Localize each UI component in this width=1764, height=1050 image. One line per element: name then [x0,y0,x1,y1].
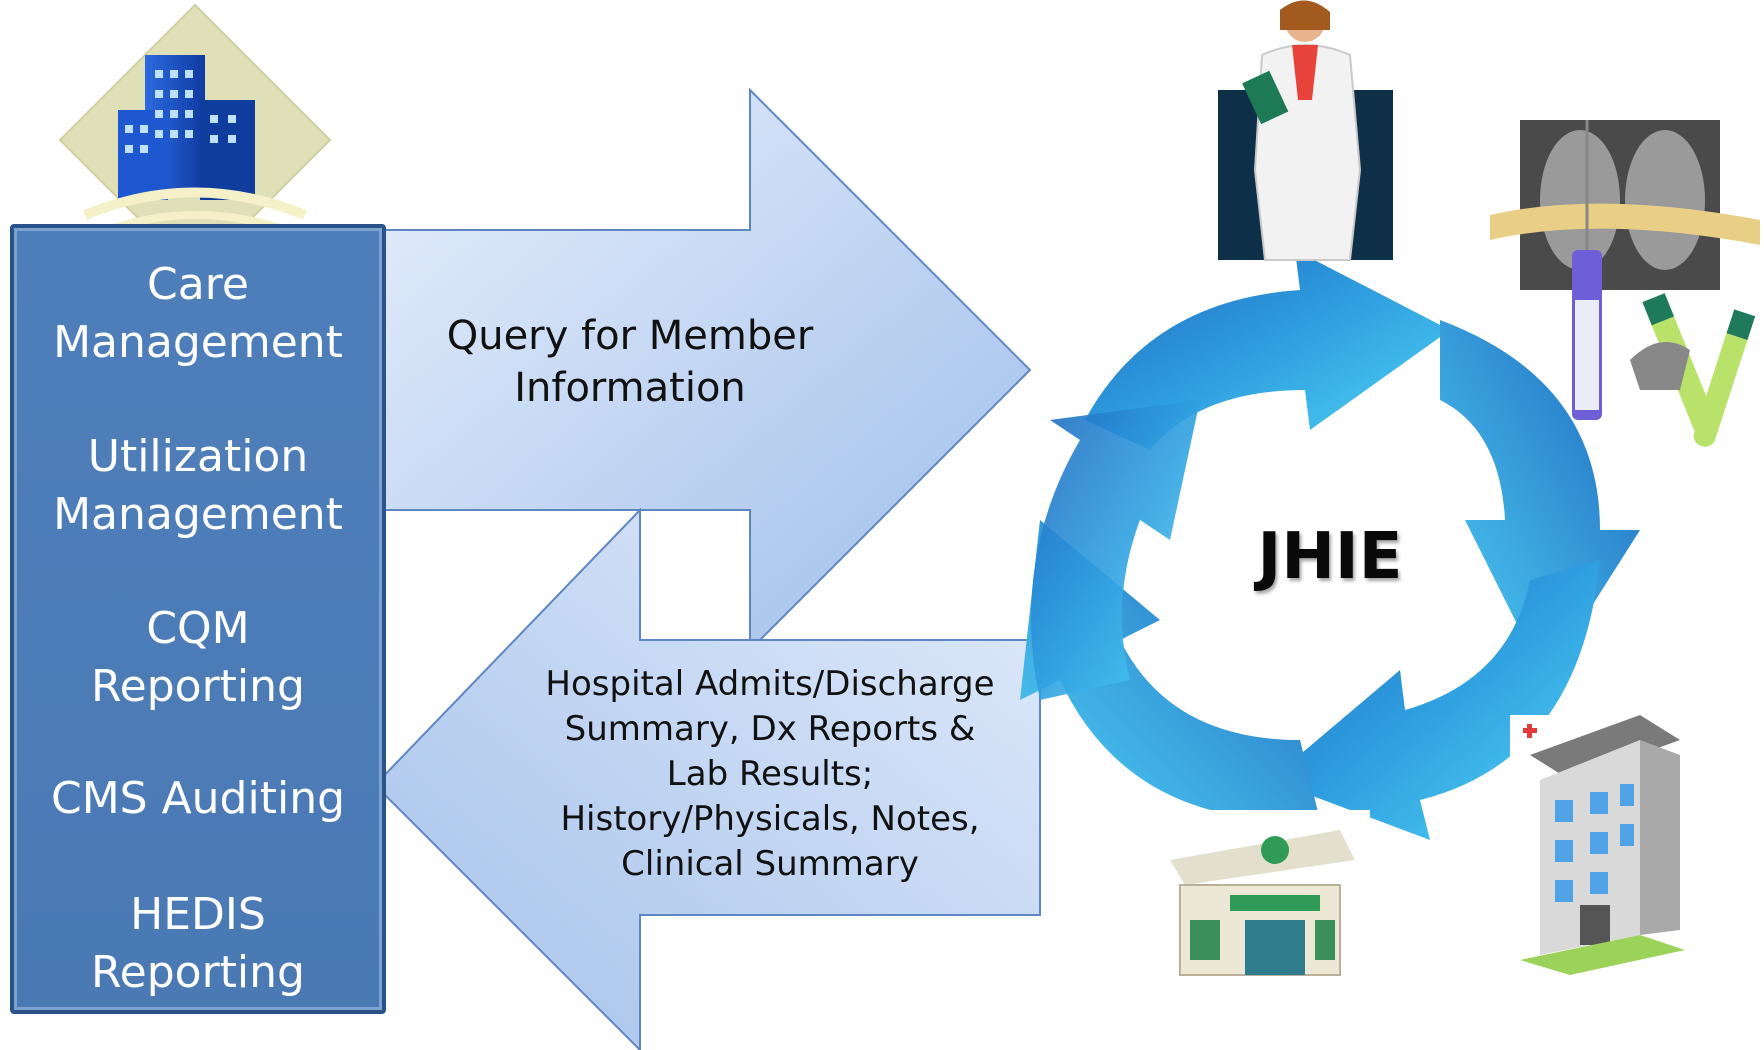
doctor-icon [1218,0,1393,261]
item-line: CMS Auditing [50,773,346,824]
cycle-arrows-icon [1020,250,1640,840]
label-line: Hospital Admits/Discharge [545,664,995,704]
cms-auditing-item: CMS Auditing [14,770,382,828]
label-line: Clinical Summary [621,844,919,884]
item-line: Reporting [91,661,305,712]
item-line: Care [147,259,249,310]
query-arrow-label: Query for Member Information [430,310,830,414]
label-line: Lab Results; [666,754,874,794]
label-line: Summary, Dx Reports & [564,709,976,749]
query-arrow [381,87,1032,653]
office-building-icon [58,3,332,277]
medical-supplies-icon [1490,120,1760,447]
cqm-reporting-item: CQM Reporting [14,600,382,716]
label-line: Query for Member [446,313,814,359]
hub-label: JHIE [1257,520,1403,594]
care-management-item: Care Management [14,256,382,372]
item-line: CQM [146,603,250,654]
item-line: Reporting [91,947,305,998]
label-line: History/Physicals, Notes, [560,799,980,839]
results-arrow [373,507,1041,1050]
item-line: Utilization [87,431,309,482]
results-arrow-label: Hospital Admits/Discharge Summary, Dx Re… [510,662,1030,887]
utilization-management-item: Utilization Management [14,428,382,544]
item-line: Management [53,489,343,540]
departments-panel: Care Management Utilization Management C… [10,224,386,1014]
hedis-reporting-item: HEDIS Reporting [14,886,382,1002]
item-line: Management [53,317,343,368]
hospital-building-icon [1510,715,1685,975]
item-line: HEDIS [130,889,266,940]
label-line: Information [514,365,746,411]
pharmacy-building-icon [1155,810,1370,980]
